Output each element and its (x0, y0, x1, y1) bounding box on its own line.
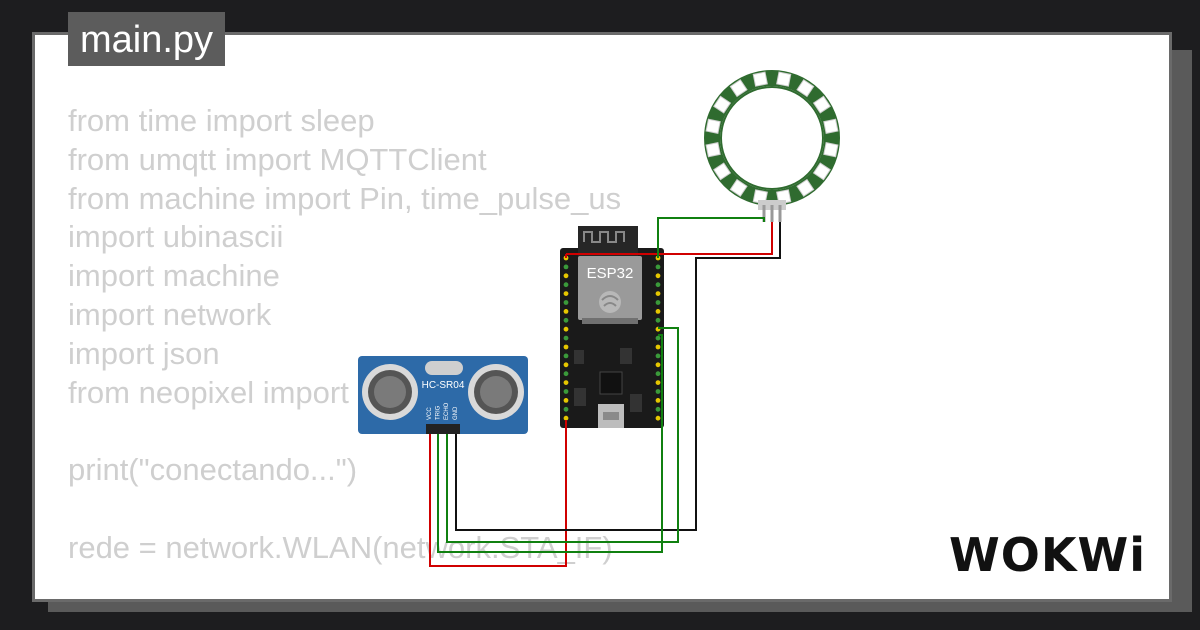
esp32-pin (655, 362, 661, 368)
esp32-pin (655, 264, 661, 270)
wire-trig (437, 334, 663, 553)
neopixel-led (796, 79, 815, 98)
neopixel-led (823, 118, 839, 134)
code-line: import json (68, 335, 220, 371)
esp32-pin (563, 415, 569, 421)
wire-sensor-vcc (429, 420, 567, 567)
code-line: from time import sleep (68, 103, 375, 138)
neopixel-led (812, 95, 831, 114)
code-line: from umqtt import MQTTClient (68, 141, 487, 177)
neopixel-led (823, 142, 839, 158)
neopixel-ring[interactable] (704, 70, 840, 206)
esp32-pin (655, 291, 661, 296)
esp32-board[interactable]: ESP32 (560, 226, 664, 428)
code-line: from neopixel import (68, 374, 349, 410)
code-line: from machine import Pin, time_pulse_us (68, 180, 622, 216)
esp32-pin (655, 300, 661, 305)
sensor-pin-label: GND (453, 406, 459, 420)
sensor-pin-label: VCC (427, 407, 433, 420)
esp32-pin (655, 273, 661, 279)
esp32-pin (655, 309, 661, 314)
esp32-pin (655, 282, 661, 288)
neopixel-led (705, 142, 721, 158)
esp32-pin (563, 406, 569, 412)
esp32-pin (563, 317, 569, 323)
esp32-pin (655, 371, 661, 377)
esp32-pin (563, 344, 569, 350)
code-line: print("conectando...") (68, 452, 358, 488)
esp32-pin (563, 291, 569, 296)
neopixel-led (776, 71, 792, 87)
neopixel-led (713, 95, 732, 114)
neopixel-led (713, 162, 732, 181)
esp32-pin (563, 300, 569, 305)
esp32-pin (655, 335, 661, 341)
esp32-pin-headers (563, 255, 661, 421)
esp32-pin (563, 380, 569, 385)
esp32-pin (563, 389, 569, 394)
neopixel-led (752, 71, 768, 87)
esp32-pin (655, 380, 661, 385)
neopixel-led (729, 178, 748, 197)
wires (429, 217, 781, 567)
neopixel-led (729, 79, 748, 98)
wokwi-logo: WOKWi (949, 528, 1146, 582)
esp32-pin (655, 344, 661, 350)
code-line: import network (68, 296, 272, 332)
sensor-label: HC-SR04 (422, 380, 465, 391)
code-line: import ubinascii (68, 219, 284, 255)
esp32-pin (563, 264, 569, 270)
file-tab-main-py[interactable]: main.py (68, 12, 226, 66)
esp32-pin (655, 406, 661, 412)
wire-ring-data (657, 217, 765, 246)
esp32-pin (563, 282, 569, 288)
esp32-pin (563, 335, 569, 341)
neopixel-led (705, 118, 721, 134)
code-line: import machine (68, 258, 280, 294)
esp32-pin (655, 398, 661, 403)
esp32-pin (655, 317, 661, 323)
esp32-pin (563, 309, 569, 314)
sensor-pin-label: ECHO (444, 402, 450, 420)
esp32-pin (563, 326, 569, 332)
neopixel-led (796, 178, 815, 197)
wire-ring-power (566, 222, 773, 255)
esp32-pin (655, 389, 661, 394)
esp32-pin (563, 362, 569, 368)
esp32-pin (563, 273, 569, 279)
esp32-pin (563, 398, 569, 403)
sensor-pin-label: TRIG (436, 405, 442, 420)
wire-ground (455, 222, 781, 531)
esp32-pin (655, 353, 661, 359)
wire-echo (446, 327, 679, 543)
esp32-pin (563, 353, 569, 359)
neopixel-led (812, 162, 831, 181)
esp32-label: ESP32 (587, 265, 634, 282)
esp32-pin (655, 415, 661, 421)
esp32-pin (563, 371, 569, 377)
code-line: rede = network.WLAN(network.STA_IF) (68, 529, 613, 565)
